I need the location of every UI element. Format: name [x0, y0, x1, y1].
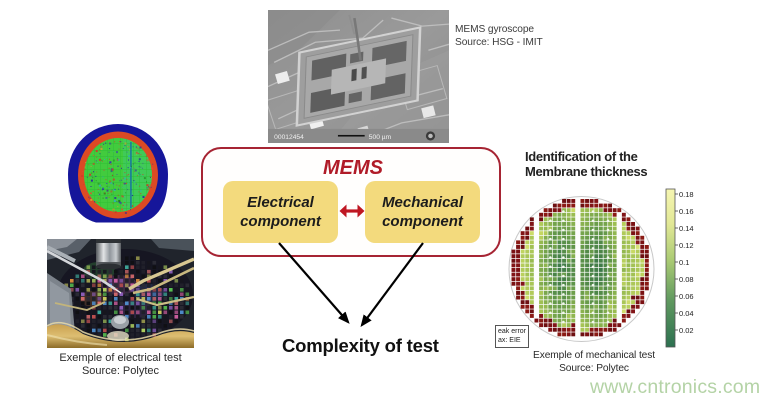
svg-text:0.12: 0.12 — [679, 241, 694, 250]
svg-text:0.1: 0.1 — [679, 258, 689, 267]
svg-text:0.14: 0.14 — [679, 224, 694, 233]
svg-text:0.18: 0.18 — [679, 190, 694, 199]
svg-text:0.08: 0.08 — [679, 275, 694, 284]
svg-text:500 µm: 500 µm — [369, 134, 392, 141]
svg-text:00012454: 00012454 — [274, 134, 304, 141]
svg-text:0.16: 0.16 — [679, 207, 694, 216]
svg-text:0.06: 0.06 — [679, 292, 694, 301]
svg-text:0.02: 0.02 — [679, 326, 694, 335]
svg-text:0.04: 0.04 — [679, 309, 694, 318]
